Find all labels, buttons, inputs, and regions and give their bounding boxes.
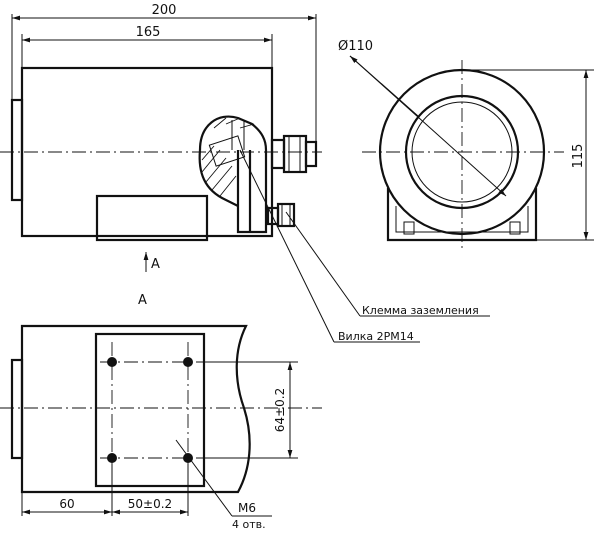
left-flange: [10, 98, 24, 202]
mounting-block: [95, 194, 209, 242]
dim-body-length: 165: [136, 25, 161, 40]
terminal-hatching: [201, 117, 255, 197]
label-ground-terminal: Клемма заземления: [362, 304, 479, 317]
thread-leader: [175, 439, 233, 517]
view-arrow-label: A: [151, 257, 160, 272]
dim-hole-spacing-horizontal: 50±0.2: [128, 497, 172, 511]
terminal-box: [198, 115, 268, 234]
dim-overall-length: 200: [152, 3, 177, 18]
dim-diameter: Ø110: [338, 39, 373, 54]
callouts: Клемма заземления Вилка 2РМ14: [239, 149, 490, 343]
label-thread: М6: [238, 501, 256, 515]
plug-connector: [270, 134, 318, 174]
bottom-view: A 64±0.2 60 50±0.2 М6 4 отв.: [0, 293, 322, 531]
label-plug: Вилка 2РМ14: [338, 330, 414, 343]
front-view: 200 165 A: [0, 3, 322, 272]
plug-body: [208, 135, 246, 167]
ground-terminal: [266, 202, 296, 228]
dim-offset-left: 60: [59, 497, 74, 511]
bottom-housing: [20, 324, 251, 494]
end-view: Ø110 115: [338, 39, 594, 248]
dim-height: 115: [571, 144, 586, 169]
label-hole-count: 4 отв.: [232, 518, 266, 531]
view-title: A: [138, 293, 147, 308]
dim-hole-spacing-vertical: 64±0.2: [273, 388, 287, 432]
mounting-plate: [94, 332, 206, 488]
